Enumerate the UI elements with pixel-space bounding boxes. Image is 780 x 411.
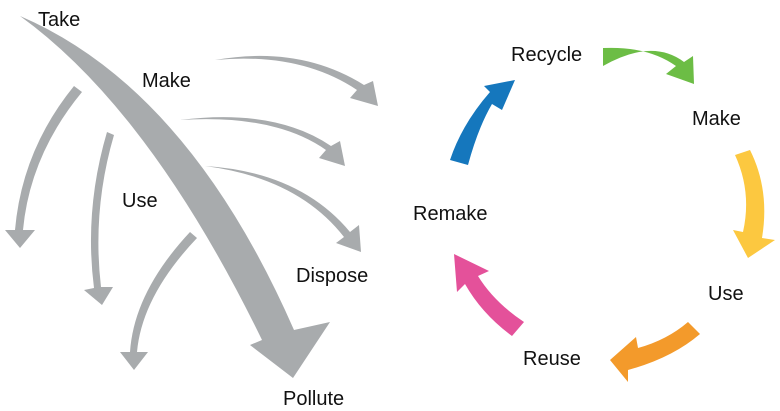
label-make-linear: Make [142, 70, 191, 92]
label-pollute: Pollute [283, 388, 344, 410]
arrow-use-to-reuse [610, 322, 700, 382]
leak-arrow-1 [5, 86, 82, 248]
label-remake: Remake [413, 203, 487, 225]
label-make-circular: Make [692, 108, 741, 130]
main-flow-arrow [20, 16, 330, 378]
waste-arrow-top [215, 55, 378, 106]
linear-economy: Take Make Use Dispose Pollute [5, 9, 378, 410]
arrow-remake-to-recycle [450, 80, 515, 165]
label-take: Take [38, 9, 80, 31]
label-reuse: Reuse [523, 348, 581, 370]
waste-arrow-lower [205, 166, 361, 252]
arrow-make-to-use [733, 150, 775, 258]
circular-economy: Recycle Make Use Reuse Remake [413, 44, 775, 382]
waste-arrow-middle [180, 117, 345, 166]
leak-arrow-2 [84, 132, 114, 305]
label-use-linear: Use [122, 190, 158, 212]
arrow-reuse-to-remake [454, 254, 524, 336]
leak-arrow-3 [120, 232, 197, 370]
arrow-recycle-to-make [603, 47, 694, 84]
label-recycle: Recycle [511, 44, 582, 66]
label-dispose: Dispose [296, 265, 368, 287]
label-use-circular: Use [708, 283, 744, 305]
